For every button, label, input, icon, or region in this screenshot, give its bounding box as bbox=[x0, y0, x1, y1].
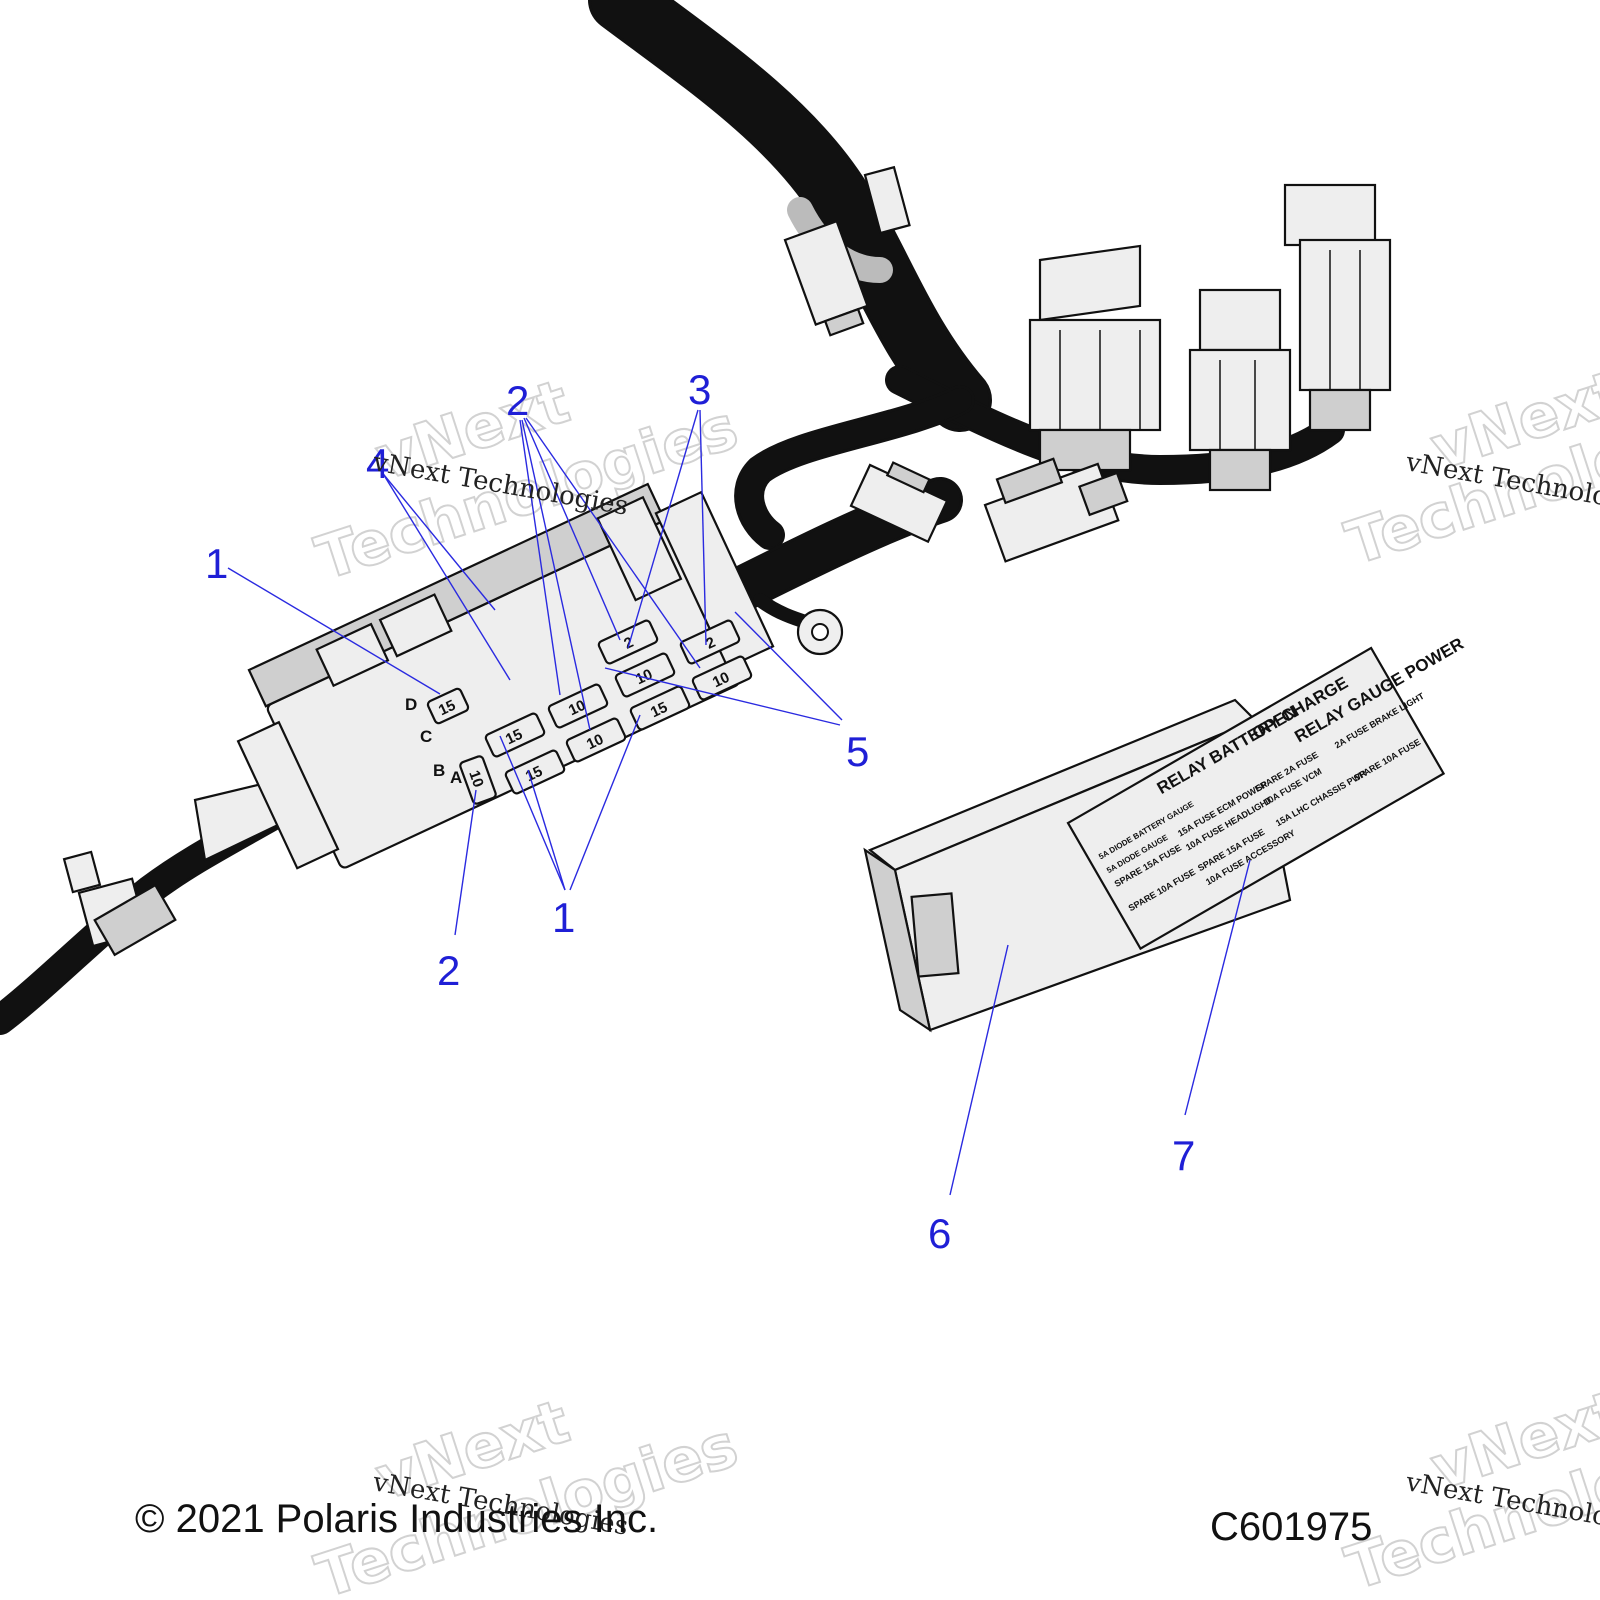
harness-connectors bbox=[783, 165, 1392, 563]
leader-line-2 bbox=[523, 417, 621, 641]
bolt-stud bbox=[62, 850, 177, 957]
leader-line-7 bbox=[1184, 859, 1251, 1116]
fuse-rating: 10 bbox=[584, 731, 606, 753]
row-letter-d: D bbox=[405, 695, 417, 714]
fuse-rating: 10 bbox=[465, 768, 487, 789]
leader-line-2 bbox=[521, 419, 591, 731]
fuse-2-d5: 2 bbox=[679, 619, 741, 665]
leader-line-4 bbox=[379, 469, 496, 611]
leader-line-4 bbox=[381, 471, 511, 681]
callout-6: 6 bbox=[928, 1210, 951, 1257]
row-letter-b: B bbox=[433, 761, 445, 780]
figure-code: C601975 bbox=[1210, 1505, 1372, 1549]
fuse-rating: 10 bbox=[566, 697, 588, 719]
callouts: 1 1 2 2 3 4 5 6 7 bbox=[205, 366, 1195, 1257]
callout-3: 3 bbox=[688, 366, 711, 413]
fuse-10-c5: 10 bbox=[691, 655, 753, 701]
leader-line-2 bbox=[454, 789, 477, 936]
relay bbox=[378, 593, 453, 658]
fuse-rating: 15 bbox=[436, 697, 458, 719]
fuse-block: D C B A 15 10 15 15 10 10 bbox=[236, 482, 775, 870]
fuse-rating: 10 bbox=[710, 669, 732, 691]
callout-7: 7 bbox=[1172, 1132, 1195, 1179]
fuse-15-b3: 15 bbox=[629, 685, 691, 731]
fuse-15-d: 15 bbox=[426, 687, 470, 725]
row-letter-a: A bbox=[450, 768, 462, 787]
leader-line-1 bbox=[527, 769, 566, 891]
callout-4: 4 bbox=[366, 440, 389, 487]
fuse-rating: 15 bbox=[523, 763, 545, 785]
row-letter-c: C bbox=[420, 727, 432, 746]
fuse-15-c: 15 bbox=[484, 712, 546, 758]
leader-line-3 bbox=[627, 409, 699, 649]
callout-2: 2 bbox=[437, 947, 460, 994]
callout-1: 1 bbox=[205, 540, 228, 587]
leader-line-1 bbox=[569, 714, 641, 891]
fuse-rating: 15 bbox=[503, 726, 525, 748]
leader-line-3 bbox=[699, 409, 707, 646]
relay bbox=[596, 495, 683, 602]
callout-1: 1 bbox=[552, 894, 575, 941]
fuse-10-a2: 10 bbox=[565, 717, 627, 763]
leader-line-5 bbox=[604, 667, 841, 726]
fuse-rating: 15 bbox=[648, 699, 670, 721]
leader-line-5 bbox=[734, 611, 843, 721]
fuse-10-c2: 10 bbox=[547, 683, 609, 729]
callout-5: 5 bbox=[846, 728, 869, 775]
wire-harness bbox=[0, 0, 1345, 1035]
fuse-10-b: 10 bbox=[459, 755, 497, 805]
leader-line-1 bbox=[227, 567, 441, 695]
leader-line-2 bbox=[525, 417, 701, 669]
leader-lines bbox=[227, 409, 1251, 1196]
leader-line-6 bbox=[949, 944, 1009, 1196]
callout-2: 2 bbox=[506, 377, 529, 424]
leader-line-1 bbox=[499, 735, 566, 891]
copyright-text: © 2021 Polaris Industries Inc. bbox=[135, 1497, 658, 1541]
leader-line-2 bbox=[519, 419, 561, 696]
